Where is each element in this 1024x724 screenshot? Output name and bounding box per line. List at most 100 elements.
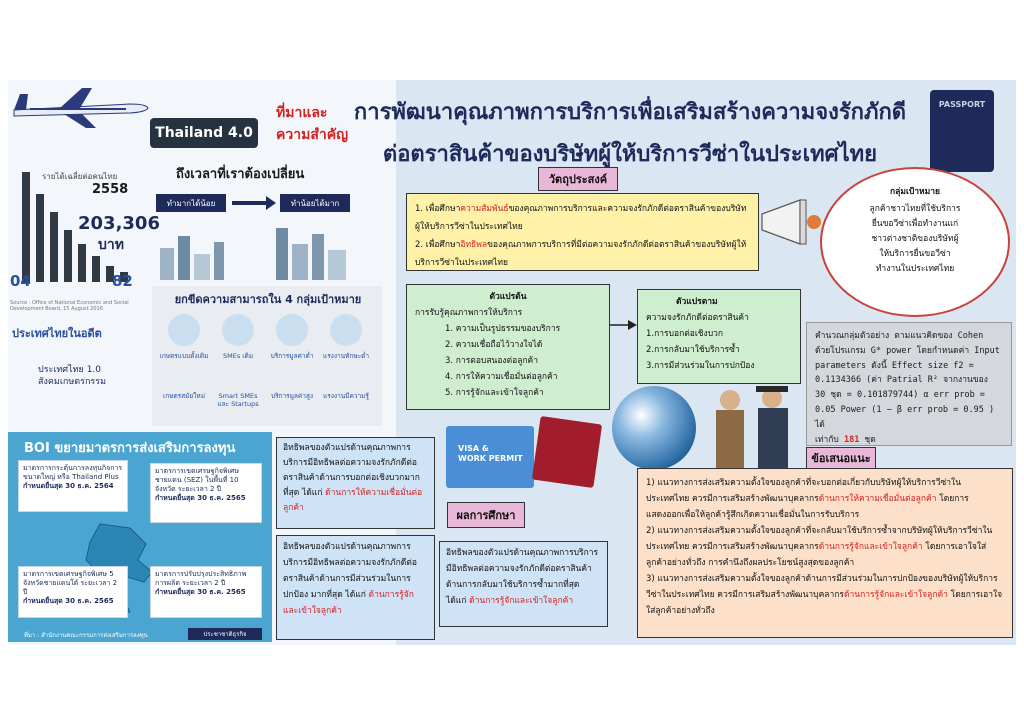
result-box-1: อิทธิพลของตัวแปรด้านคุณภาพการบริการมีอิท… xyxy=(276,437,435,529)
boi-logo: ประชาชาติธุรกิจ xyxy=(188,628,262,640)
income-amount: 203,306 xyxy=(78,213,160,234)
list-item: 2.การกลับมาใช้บริการซ้ำ xyxy=(646,345,740,355)
group-label: Smart SMEs และ Startups xyxy=(217,392,259,408)
sample-line: ด้วยโปรแกรม G* power โดยกำหนดค่า Input xyxy=(815,345,1000,356)
groups-title: ยกขีดความสามารถใน 4 กลุ่มเป้าหมาย xyxy=(174,293,362,306)
recommendations-label: ข้อเสนอแนะ xyxy=(806,447,876,469)
target-line: ลูกค้าชาวไทยที่ใช้บริการ xyxy=(869,204,961,214)
group-label: แรงงานมีความรู้ xyxy=(323,392,369,400)
list-item: 1. ความเป็นรูปธรรมของบริการ xyxy=(445,324,561,334)
boi-card-text: มาตรการกระตุ้นการลงทุนกิจการขนาดใหญ่ หรื… xyxy=(23,464,123,481)
independent-variable-box: ตัวแปรต้น การรับรู้คุณภาพการให้บริการ 1.… xyxy=(406,284,610,410)
target-group-circle: กลุ่มเป้าหมาย ลูกค้าชาวไทยที่ใช้บริการ ย… xyxy=(820,167,1010,317)
dependent-variable-box: ตัวแปรตาม ความจงรักภักดีต่อตราสินค้า 1.ก… xyxy=(637,289,801,384)
income-unit: บาท xyxy=(98,237,124,253)
rank-right: 82 xyxy=(112,272,133,290)
group-label: SMEs เดิม xyxy=(222,352,254,360)
sample-line: parameters ดังนี้ Effect size f2 = xyxy=(815,360,974,371)
past-item: ประเทศไทย 1.0 สังคมเกษตรกรรม xyxy=(38,364,106,388)
objective-highlight: ความสัมพันธ์ xyxy=(460,204,509,214)
get-more-label: ทำน้อยได้มาก xyxy=(280,194,350,212)
target-line: ทำงานในประเทศไทย xyxy=(875,264,955,274)
list-item: 5. การรู้จักและเข้าใจลูกค้า xyxy=(445,388,544,398)
boi-card: มาตรการปรับปรุงประสิทธิภาพการผลิต ระยะเว… xyxy=(150,566,262,618)
city-illustration xyxy=(160,228,346,280)
recommendations-box: 1) แนวทางการส่งเสริมความตั้งใจของลูกค้าท… xyxy=(637,468,1013,638)
objective-item-1: 1. เพื่อศึกษาความสัมพันธ์ของคุณภาพการบริ… xyxy=(415,204,747,232)
sample-size-value: 181 xyxy=(843,434,860,445)
boi-card-text: มาตรการปรับปรุงประสิทธิภาพการผลิต ระยะเว… xyxy=(155,570,247,587)
visa-work-permit-card: VISA & WORK PERMIT xyxy=(446,426,534,488)
results-label: ผลการศึกษา xyxy=(447,502,525,528)
list-item: 4. การให้ความเชื่อมั่นต่อลูกค้า xyxy=(445,372,558,382)
boi-card-due: กำหนดยื่นสุด 30 ธ.ค. 2565 xyxy=(23,597,114,605)
sample-line: 30 ชุด = 0.101879744) α err prob = xyxy=(815,390,985,401)
boi-card-due: กำหนดยื่นสุด 30 ธ.ค. 2565 xyxy=(155,588,246,596)
result-highlight: ด้านการรู้จักและเข้าใจลูกค้า xyxy=(283,590,414,616)
group-label: แรงงานทักษะต่ำ xyxy=(323,352,369,360)
sample-size-box: คำนวณกลุ่มตัวอย่าง ตามแนวคิดของ Cohen ด้… xyxy=(806,322,1012,446)
list-item: 3.การมีส่วนร่วมในการปกป้อง xyxy=(646,361,755,371)
objectives-label: วัตถุประสงค์ xyxy=(538,167,618,191)
objective-highlight: อิทธิพล xyxy=(460,240,488,250)
do-less-label: ทำมากได้น้อย xyxy=(156,194,226,212)
boi-card-text: มาตรการเขตเศรษฐกิจพิเศษ 5 จังหวัดชายแดนใ… xyxy=(23,570,118,596)
change-title: ถึงเวลาที่เราต้องเปลี่ยน xyxy=(176,167,305,182)
group-label: บริการมูลค่าต่ำ xyxy=(270,352,314,360)
stats-source: Source : Office of National Economic and… xyxy=(10,300,129,312)
independent-head: ตัวแปรต้น xyxy=(489,292,527,302)
result-highlight: ด้านการรู้จักและเข้าใจลูกค้า xyxy=(466,596,574,606)
airplane-icon xyxy=(13,88,149,128)
page-title-line1: การพัฒนาคุณภาพการบริการเพื่อเสริมสร้างคว… xyxy=(353,99,907,125)
sample-line-last: เท่ากับ 181 ชุด xyxy=(815,434,876,445)
past-title: ประเทศไทยในอดีต xyxy=(12,327,102,340)
target-line: ให้บริการยื่นขอวีซ่า xyxy=(879,249,951,259)
dependent-subhead: ความจงรักภักดีต่อตราสินค้า xyxy=(646,313,749,323)
recommendation-item: 2) แนวทางการส่งเสริมความตั้งใจของลูกค้าท… xyxy=(646,526,993,568)
boi-source: ที่มา : สำนักงานคณะกรรมการส่งเสริมการลงท… xyxy=(24,632,148,639)
megaphone-icon xyxy=(761,199,821,245)
group-person-icon xyxy=(276,314,308,346)
group-person-icon xyxy=(222,314,254,346)
passport-icon: PASSPORT xyxy=(930,90,994,172)
independent-list: 1. ความเป็นรูปธรรมของบริการ 2. ความเชื่อ… xyxy=(415,321,601,401)
sample-line: 0.1134366 (ค่า Patrial R² จากงานของ xyxy=(815,375,988,386)
list-item: 2. ความเชื่อถือไว้วางใจได้ xyxy=(445,340,543,350)
group-label: บริการมูลค่าสูง xyxy=(270,392,314,400)
target-head: กลุ่มเป้าหมาย xyxy=(890,187,940,197)
independent-subhead: การรับรู้คุณภาพการให้บริการ xyxy=(415,308,523,318)
globe-icon xyxy=(612,386,696,470)
list-item: 1.การบอกต่อเชิงบวก xyxy=(646,329,724,339)
officers-illustration xyxy=(716,386,788,470)
past-item-line1: ประเทศไทย 1.0 xyxy=(38,365,102,375)
income-label: รายได้เฉลี่ยต่อคนไทย xyxy=(42,172,118,181)
result-box-3: อิทธิพลของตัวแปรด้านคุณภาพการบริการมีอิท… xyxy=(439,541,608,627)
result-highlight: ด้านการให้ความเชื่อมั่นต่อลูกค้า xyxy=(283,488,423,513)
group-label: เกษตรสมัยใหม่ xyxy=(163,392,205,400)
rank-left: 04 xyxy=(10,272,31,290)
group-label: เกษตรแบบดั้งเดิม xyxy=(159,352,209,360)
objectives-box: 1. เพื่อศึกษาความสัมพันธ์ของคุณภาพการบริ… xyxy=(406,193,759,271)
boi-card: มาตรการกระตุ้นการลงทุนกิจการขนาดใหญ่ หรื… xyxy=(18,460,128,512)
past-item-line2: สังคมเกษตรกรรม xyxy=(38,377,107,387)
target-line: ยื่นขอวีซ่าเพื่อทำงานแก่ xyxy=(871,219,959,229)
passport-label: PASSPORT xyxy=(938,100,986,109)
recommendation-item: 3) แนวทางการส่งเสริมความตั้งใจของลูกค้าด… xyxy=(646,574,1003,616)
page-title-line2: ต่อตราสินค้าของบริษัทผู้ให้บริการวีซ่าใน… xyxy=(382,141,878,167)
thailand-4-card: Thailand 4.0 xyxy=(150,118,258,148)
sample-line: 0.05 Power (1 − β err prob = 0.95 ) ได้ xyxy=(815,404,995,430)
arrow-right-icon xyxy=(610,320,637,330)
objective-item-2: 2. เพื่อศึกษาอิทธิพลของคุณภาพการบริการที… xyxy=(415,240,747,268)
boi-card-due: กำหนดยื่นสุด 30 ธ.ค. 2565 xyxy=(155,494,246,502)
arrow-right-icon xyxy=(232,196,276,210)
groups-panel xyxy=(152,286,382,426)
sample-line: คำนวณกลุ่มตัวอย่าง ตามแนวคิดของ Cohen xyxy=(815,331,984,341)
recommendation-item: 1) แนวทางการส่งเสริมความตั้งใจของลูกค้าท… xyxy=(646,478,969,520)
income-bar-illustration xyxy=(8,162,138,312)
list-item: 3. การตอบสนองต่อลูกค้า xyxy=(445,356,539,366)
boi-card-due: กำหนดยื่นสุด 30 ธ.ค. 2564 xyxy=(23,482,114,490)
boi-title: BOI ขยายมาตรการส่งเสริมการลงทุน xyxy=(24,441,236,456)
income-year: 2558 xyxy=(92,182,129,197)
boi-card: มาตรการเขตเศรษฐกิจพิเศษ 5 จังหวัดชายแดนใ… xyxy=(18,566,128,618)
target-line: ชาวต่างชาติของบริษัทผู้ xyxy=(871,234,959,244)
